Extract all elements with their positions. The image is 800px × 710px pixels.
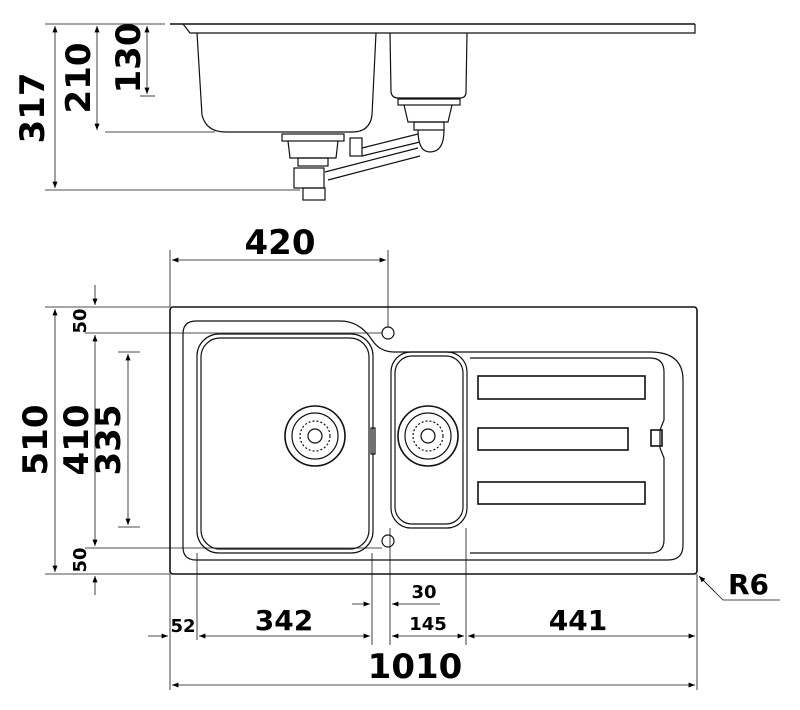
side-view-dimensions: 317 210 130 (13, 23, 300, 191)
dim-label-52: 52 (170, 616, 195, 637)
tap-hole-bottom (381, 534, 395, 548)
small-strainer-waste (397, 98, 461, 153)
dim-label-r6: R6 (728, 568, 769, 601)
main-strainer-waste (281, 133, 363, 201)
plan-view (169, 306, 698, 575)
main-bowl-profile (196, 32, 377, 133)
dim-label-30: 30 (411, 582, 436, 603)
dim-label-441: 441 (549, 604, 607, 637)
dim-label-410: 410 (57, 405, 97, 476)
plan-view-dimensions: 420 510 410 335 50 50 52 342 30 145 44 (16, 223, 780, 690)
dim-label-145: 145 (409, 614, 447, 635)
drainer-area (470, 357, 665, 554)
dim-label-210: 210 (59, 43, 99, 114)
sink-outline (169, 306, 698, 575)
dim-label-top-50: 50 (70, 308, 91, 333)
drainer-groove-3 (477, 481, 646, 505)
dim-label-1010: 1010 (368, 647, 463, 687)
dim-label-bottom-50: 50 (70, 547, 91, 572)
drainer-groove-1 (477, 375, 646, 400)
tap-hole-top (381, 326, 395, 340)
sink-inner-contour (182, 320, 684, 561)
dim-label-317: 317 (13, 73, 53, 144)
small-bowl (390, 351, 468, 529)
overflow-slot (370, 427, 376, 455)
dim-label-130: 130 (109, 23, 149, 94)
overflow-notch (650, 429, 663, 447)
small-strainer-icon (397, 405, 459, 467)
side-view (170, 23, 696, 201)
dim-label-420: 420 (245, 223, 316, 263)
dim-label-342: 342 (255, 604, 313, 637)
drainer-groove-2 (477, 427, 629, 451)
sink-rim (182, 23, 696, 34)
dim-label-510: 510 (16, 405, 56, 476)
main-strainer-icon (284, 405, 346, 467)
connecting-pipe (324, 133, 421, 181)
dim-label-335: 335 (89, 405, 129, 476)
small-bowl-profile (389, 32, 468, 99)
small-bowl-inner (394, 355, 464, 525)
main-bowl-inner (200, 337, 370, 550)
main-bowl (196, 333, 374, 554)
